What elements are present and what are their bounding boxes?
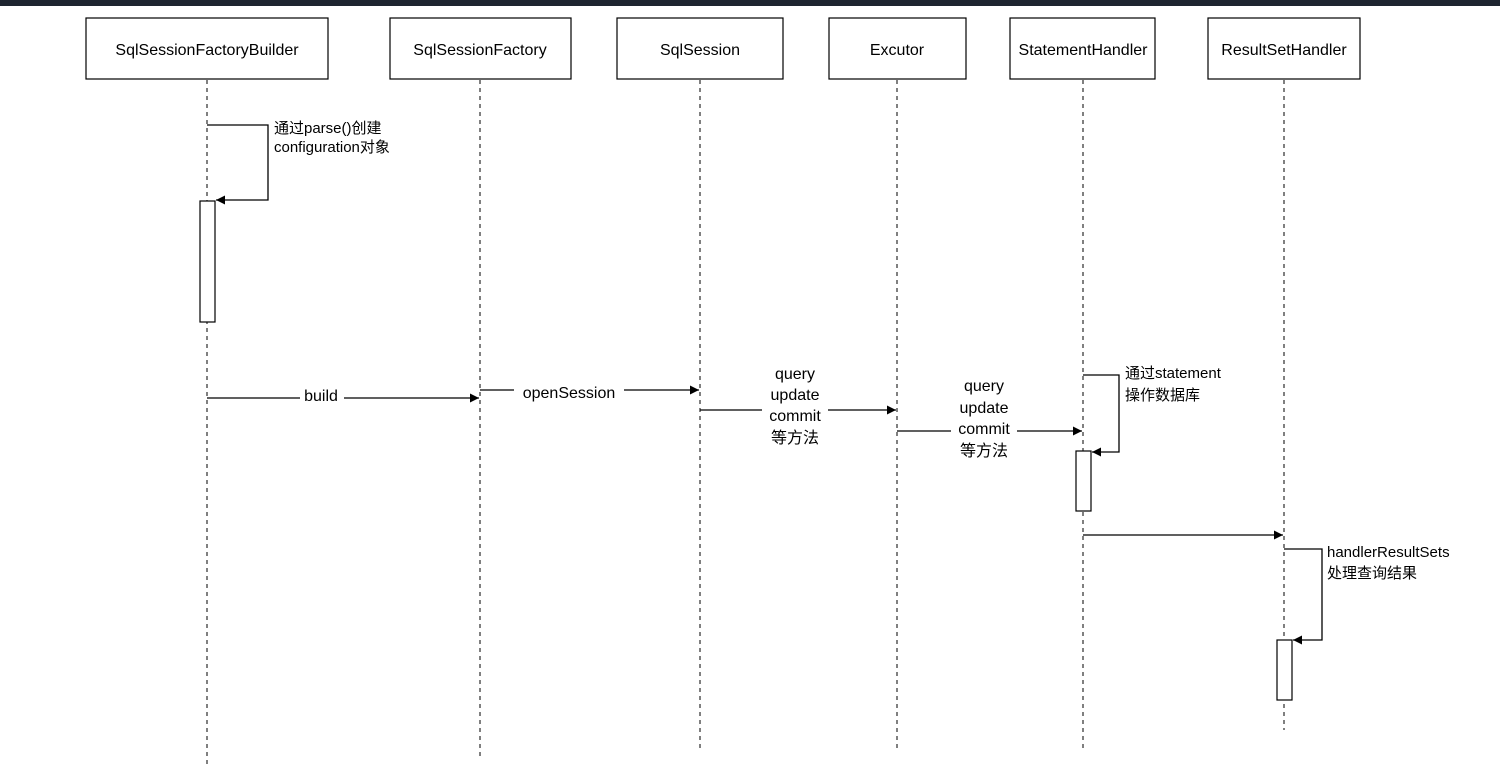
activation-statement <box>1075 450 1092 512</box>
participant-session-box <box>616 17 784 80</box>
participant-factory-box <box>389 17 572 80</box>
self-message-resultsets-line2: 处理查询结果 <box>1327 565 1417 582</box>
message-executor-statement-line1: query <box>964 378 1004 395</box>
participant-builder-label: SqlSessionFactoryBuilder <box>115 42 299 59</box>
message-build-label: build <box>304 388 338 405</box>
activation-builder <box>199 200 216 323</box>
participant-executor-box <box>828 17 967 80</box>
message-executor-statement-line4: 等方法 <box>960 442 1008 460</box>
participant-resultset-label: ResultSetHandler <box>1221 42 1347 59</box>
self-message-resultsets-line1: handlerResultSets <box>1327 544 1450 561</box>
participant-session-label: SqlSession <box>660 42 740 59</box>
participant-resultset-box <box>1207 17 1361 80</box>
message-executor-statement-line3: commit <box>958 421 1010 438</box>
message-session-executor-line3: commit <box>769 408 821 425</box>
message-executor-statement-label-bg <box>951 421 1017 441</box>
message-session-executor-line1: query <box>775 366 815 383</box>
message-opensession-label: openSession <box>523 385 616 402</box>
self-message-parse-line1: 通过parse()创建 <box>274 120 382 137</box>
self-message-parse-line2: configuration对象 <box>274 139 390 156</box>
message-session-executor-label-bg <box>762 400 828 420</box>
self-message-statement-line1: 通过statement <box>1125 365 1222 382</box>
self-message-statement-line2: 操作数据库 <box>1125 387 1200 404</box>
self-message-arrow-statement <box>1083 374 1120 457</box>
participant-statement-box <box>1009 17 1156 80</box>
top-bar <box>0 0 1500 6</box>
message-build-label-bg <box>300 386 344 406</box>
participant-builder-box <box>85 17 329 80</box>
self-message-arrow-parse <box>207 124 269 205</box>
activation-resultset <box>1276 639 1293 701</box>
self-message-arrow-resultsets <box>1284 548 1323 645</box>
message-opensession-label-bg <box>514 379 624 399</box>
message-session-executor-line2: update <box>771 387 820 404</box>
message-session-executor-line4: 等方法 <box>771 429 819 447</box>
participant-statement-label: StatementHandler <box>1019 42 1149 59</box>
message-executor-statement-line2: update <box>960 400 1009 417</box>
participant-factory-label: SqlSessionFactory <box>413 42 546 59</box>
participant-executor-label: Excutor <box>870 42 925 59</box>
